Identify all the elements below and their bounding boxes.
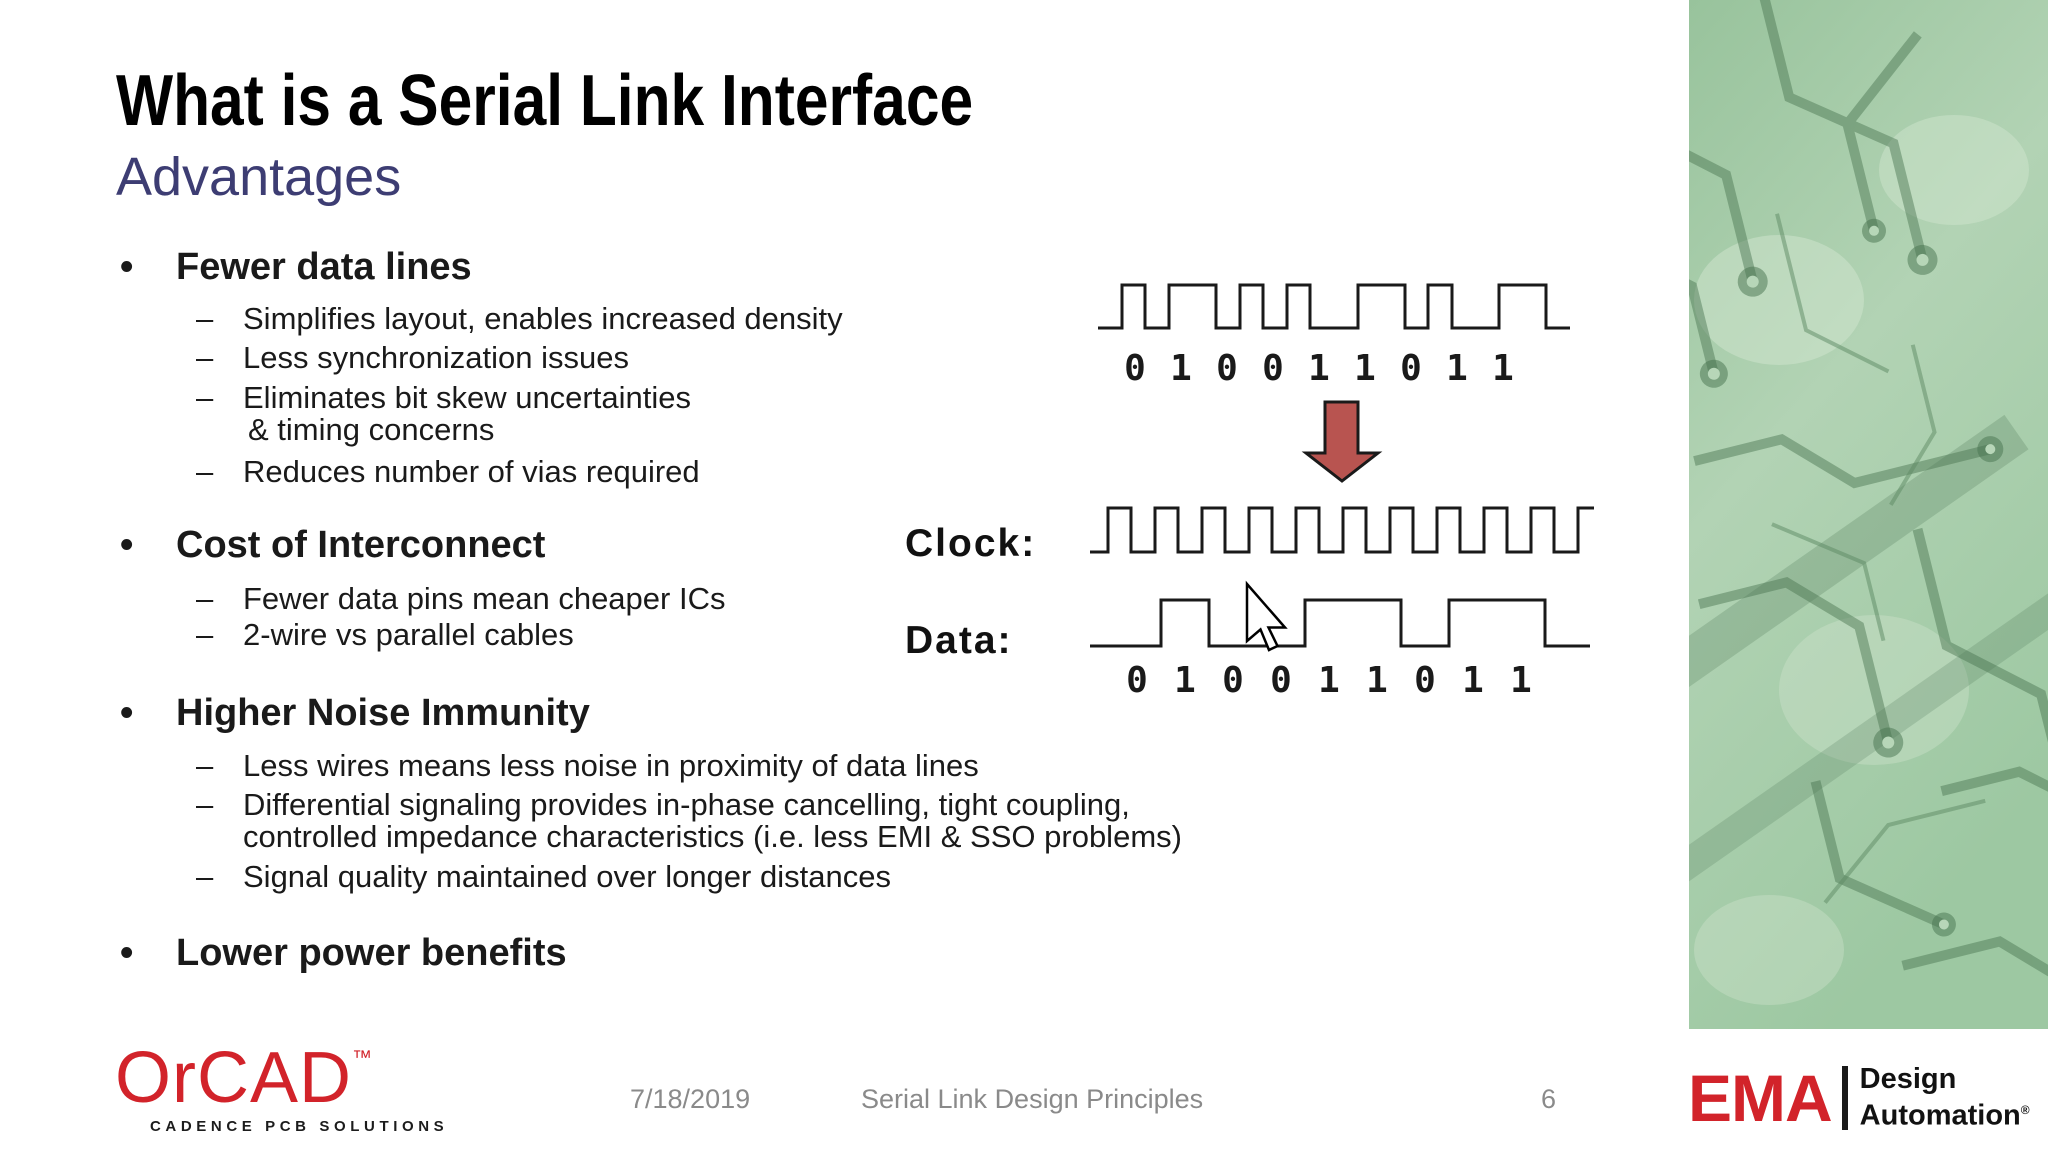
data-wave (1090, 598, 1590, 648)
page-subtitle: Advantages (116, 147, 402, 207)
data-bit-digit: 1 (1366, 660, 1388, 701)
data-label: Data: (905, 619, 1013, 662)
footer-page-number: 6 (1541, 1084, 1557, 1114)
clock-label: Clock: (905, 522, 1036, 565)
serial-bit-digit: 1 (1492, 348, 1514, 389)
data-bit-digit: 0 (1126, 660, 1148, 701)
mouse-cursor-icon (1245, 580, 1288, 652)
serial-stream-wave (1098, 283, 1570, 330)
footer-date: 7/18/2019 (630, 1084, 751, 1114)
serial-bit-digit: 1 (1308, 348, 1330, 389)
ema-registered: ® (2020, 1103, 2030, 1117)
serial-bit-digit: 1 (1354, 348, 1376, 389)
ema-wordmark: EMA (1688, 1060, 1833, 1135)
orcad-logo: OrCAD™ (115, 1042, 373, 1114)
orcad-trademark: ™ (352, 1047, 373, 1069)
data-bit-digit: 1 (1318, 660, 1340, 701)
ema-logo-text: Design Automation® (1860, 1064, 2030, 1132)
ema-line1: Design (1859, 1063, 1957, 1095)
serial-bit-digit: 0 (1400, 348, 1422, 389)
serial-bit-digit: 1 (1446, 348, 1468, 389)
data-bit-digit: 0 (1270, 660, 1292, 701)
pcb-photo-graphic (1689, 0, 2048, 1029)
data-bit-digit: 0 (1222, 660, 1244, 701)
page-title: What is a Serial Link Interface (116, 61, 974, 141)
down-arrow (1301, 400, 1383, 483)
serial-bit-digit: 0 (1216, 348, 1238, 389)
orcad-tagline: CADENCE PCB SOLUTIONS (150, 1118, 449, 1135)
ema-logo: EMA Design Automation® (1688, 1064, 2030, 1132)
ema-line2: Automation (1859, 1099, 2021, 1132)
footer-deck-title: Serial Link Design Principles (861, 1084, 1204, 1114)
clock-wave (1090, 506, 1594, 554)
serial-bit-digit: 0 (1262, 348, 1284, 389)
data-bit-digit: 1 (1174, 660, 1196, 701)
data-bit-digit: 1 (1510, 660, 1532, 701)
orcad-wordmark: OrCAD (115, 1038, 352, 1118)
ema-divider (1841, 1065, 1848, 1130)
data-bit-digit: 0 (1414, 660, 1436, 701)
data-bit-digit: 1 (1462, 660, 1484, 701)
serial-bit-digit: 0 (1124, 348, 1146, 389)
pcb-photo-band (1689, 0, 2048, 1029)
serial-bit-digit: 1 (1170, 348, 1192, 389)
